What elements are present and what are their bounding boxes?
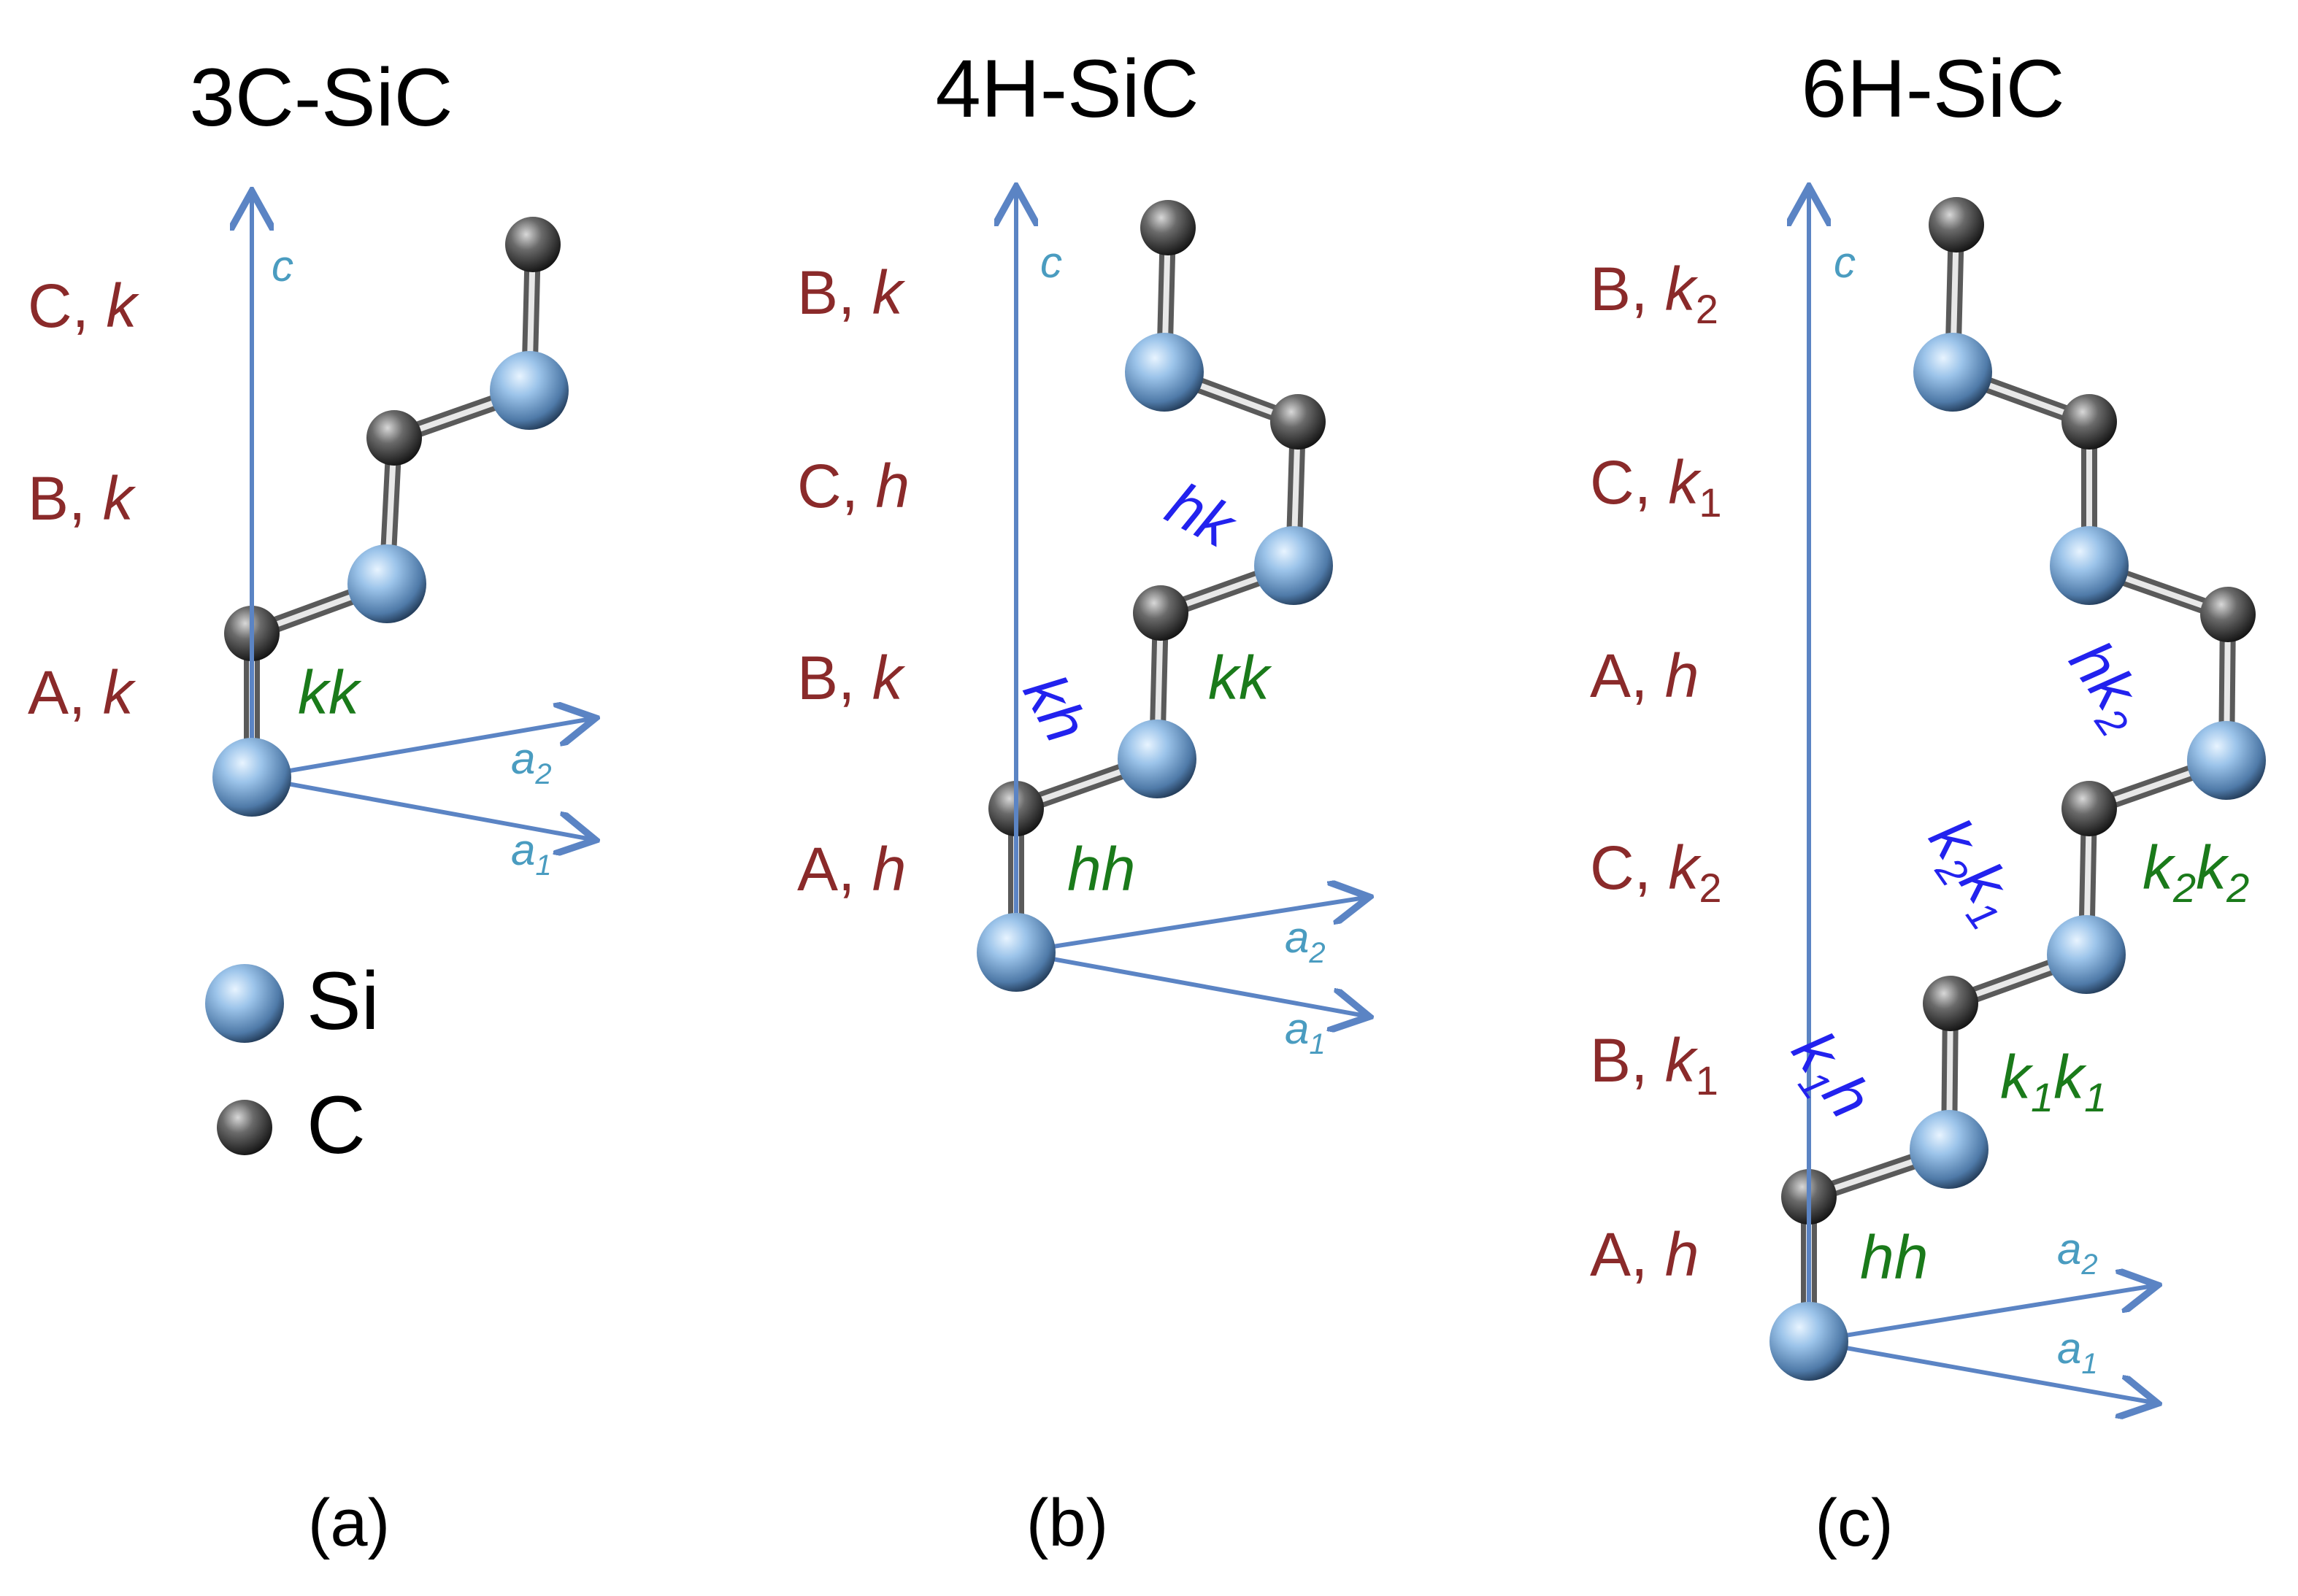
site-pair-label: k2k1 bbox=[1909, 806, 2034, 938]
c-atom bbox=[505, 217, 561, 272]
panel-title: 4H-SiC bbox=[936, 43, 1199, 134]
a2-axis-arrow bbox=[1015, 898, 1365, 955]
c-axis-label: c bbox=[1834, 238, 1856, 287]
c-atom bbox=[1929, 197, 1984, 252]
si-atom bbox=[347, 544, 426, 623]
legend-si-label: Si bbox=[307, 955, 380, 1046]
layer-label-c: C, k bbox=[28, 271, 139, 340]
layer-label-b: B, k bbox=[28, 464, 137, 533]
c-atom bbox=[2061, 394, 2117, 450]
site-pair-label: k1k1 bbox=[2000, 1043, 2107, 1120]
a1-axis-label: a1 bbox=[1285, 1004, 1326, 1060]
panel-title: 6H-SiC bbox=[1802, 43, 2065, 134]
layer-label: C, k2 bbox=[1590, 833, 1722, 911]
c-atom bbox=[2200, 587, 2256, 642]
a2-axis-arrow bbox=[1808, 1286, 2153, 1344]
site-pair-label: kk bbox=[298, 658, 362, 727]
site-pair-label: k2k2 bbox=[2143, 833, 2249, 911]
c-atom bbox=[1140, 200, 1196, 255]
site-pair-label: kk bbox=[1208, 644, 1272, 712]
a1-axis-arrow bbox=[1808, 1339, 2153, 1403]
si-atom-origin bbox=[977, 913, 1056, 992]
si-atom bbox=[2187, 721, 2266, 800]
si-atom bbox=[1125, 333, 1204, 412]
panel-4h: 4H-SiC B, k C, h B, k A, h bbox=[797, 43, 1365, 1560]
c-atom bbox=[1270, 394, 1326, 450]
panel-caption: (a) bbox=[308, 1486, 390, 1560]
layer-label: B, k1 bbox=[1590, 1026, 1718, 1103]
si-atom bbox=[1254, 526, 1333, 605]
layer-label-c: C, h bbox=[797, 452, 910, 520]
layer-label: A, h bbox=[1590, 1220, 1699, 1289]
si-atom-origin bbox=[212, 738, 291, 817]
a1-axis-label: a1 bbox=[2057, 1324, 2098, 1380]
si-atom bbox=[490, 351, 569, 430]
site-pair-label: hh bbox=[1860, 1223, 1928, 1292]
a1-axis-arrow bbox=[251, 775, 591, 839]
panel-6h: 6H-SiC B, k2 C, k1 A, h C, k2 B, k1 A, h bbox=[1590, 43, 2266, 1560]
layer-label-a: A, h bbox=[797, 835, 906, 903]
layer-label: A, h bbox=[1590, 641, 1699, 710]
panel-title: 3C-SiC bbox=[190, 52, 453, 143]
layer-label: B, k2 bbox=[1590, 255, 1718, 332]
si-atom bbox=[1910, 1110, 1988, 1189]
si-atom bbox=[1118, 720, 1196, 798]
layer-label-b: B, k bbox=[797, 644, 906, 712]
c-atom bbox=[1923, 976, 1978, 1031]
legend: Si C bbox=[205, 955, 380, 1171]
layer-label: C, k1 bbox=[1590, 448, 1722, 525]
site-pair-label: k1h bbox=[1772, 1019, 1886, 1135]
si-atom-origin bbox=[1769, 1302, 1848, 1381]
panel-caption: (b) bbox=[1026, 1486, 1108, 1560]
si-atom bbox=[2050, 526, 2129, 605]
legend-si-icon bbox=[205, 964, 284, 1043]
a2-axis-label: a2 bbox=[2057, 1225, 2098, 1281]
site-pair-label: hk2 bbox=[2049, 628, 2163, 744]
panel-caption: (c) bbox=[1815, 1486, 1893, 1560]
a1-axis-arrow bbox=[1015, 950, 1365, 1016]
panel-3c: 3C-SiC C, k B, k A, k bbox=[28, 52, 591, 1560]
bond-chain bbox=[244, 244, 541, 777]
site-pair-label: kh bbox=[1010, 663, 1102, 752]
layer-label-a: A, k bbox=[28, 658, 137, 727]
legend-c-icon bbox=[217, 1100, 272, 1155]
si-atom bbox=[1913, 333, 1992, 412]
a2-axis-arrow bbox=[251, 719, 591, 779]
bond-chain bbox=[1801, 224, 2236, 1341]
c-atom bbox=[366, 410, 422, 466]
si-atom bbox=[2047, 915, 2126, 994]
c-atom bbox=[2061, 781, 2117, 836]
site-pair-label: hk bbox=[1156, 469, 1248, 562]
site-pair-label: hh bbox=[1067, 835, 1135, 903]
legend-c-label: C bbox=[307, 1079, 366, 1171]
c-axis-label: c bbox=[272, 242, 293, 290]
a2-axis-label: a2 bbox=[1285, 913, 1326, 969]
a2-axis-label: a2 bbox=[511, 734, 552, 790]
a1-axis-label: a1 bbox=[511, 825, 552, 882]
layer-label-b-top: B, k bbox=[797, 258, 906, 327]
c-atom bbox=[1133, 585, 1188, 641]
c-axis-label: c bbox=[1040, 238, 1062, 287]
